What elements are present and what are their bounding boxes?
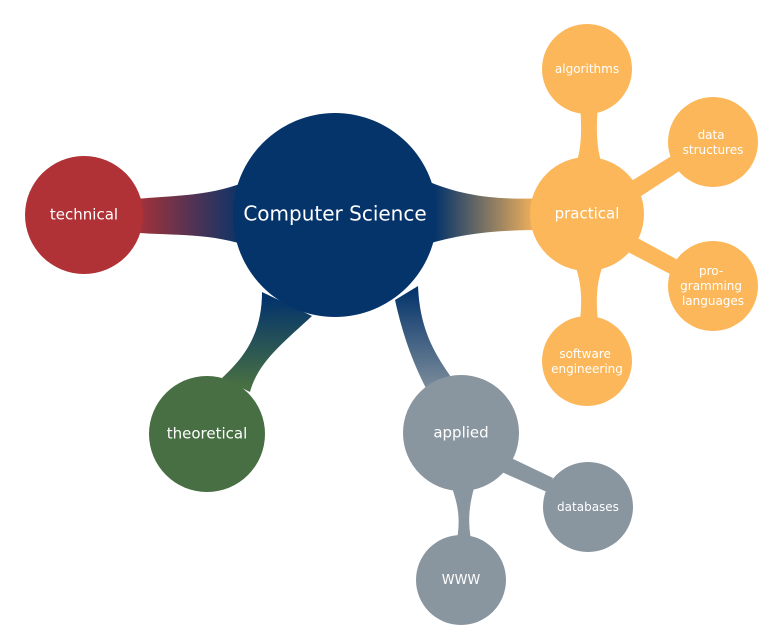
data-structures-node-label: data structures: [683, 128, 744, 157]
www-node[interactable]: WWW: [416, 535, 506, 625]
practical-node[interactable]: practical: [530, 157, 644, 271]
algorithms-node[interactable]: algorithms: [542, 24, 632, 114]
algorithms-node-label: algorithms: [555, 62, 619, 76]
theoretical-node[interactable]: theoretical: [149, 376, 265, 492]
practical-node-label: practical: [555, 205, 620, 223]
programming-languages-node-label: pro- gramming languages: [680, 264, 746, 308]
databases-node-label: databases: [557, 500, 619, 514]
connector-practical-programming-languages: [624, 235, 678, 275]
connector-root-practical: [425, 180, 545, 245]
connector-applied-databases: [497, 455, 553, 492]
connector-practical-data-structures: [625, 155, 681, 200]
root-node[interactable]: Computer Science: [233, 113, 437, 317]
connector-practical-algorithms: [574, 105, 604, 170]
data-structures-node[interactable]: data structures: [668, 97, 758, 187]
root-node-label: Computer Science: [243, 202, 426, 226]
connectors: [128, 105, 681, 545]
connector-root-theoretical: [222, 292, 312, 392]
connector-root-technical: [128, 182, 245, 245]
applied-node-label: applied: [433, 424, 488, 442]
connector-applied-www: [452, 488, 474, 545]
software-engineering-node[interactable]: software engineering: [542, 316, 632, 406]
databases-node[interactable]: databases: [543, 462, 633, 552]
connector-root-applied: [395, 286, 456, 392]
www-node-label: WWW: [442, 573, 481, 588]
theoretical-node-label: theoretical: [167, 425, 248, 443]
technical-node[interactable]: technical: [25, 156, 143, 274]
connector-practical-software-engineering: [575, 265, 603, 322]
applied-node[interactable]: applied: [403, 375, 519, 491]
programming-languages-node[interactable]: pro- gramming languages: [668, 241, 758, 331]
technical-node-label: technical: [50, 206, 118, 224]
software-engineering-node-label: software engineering: [551, 347, 623, 376]
